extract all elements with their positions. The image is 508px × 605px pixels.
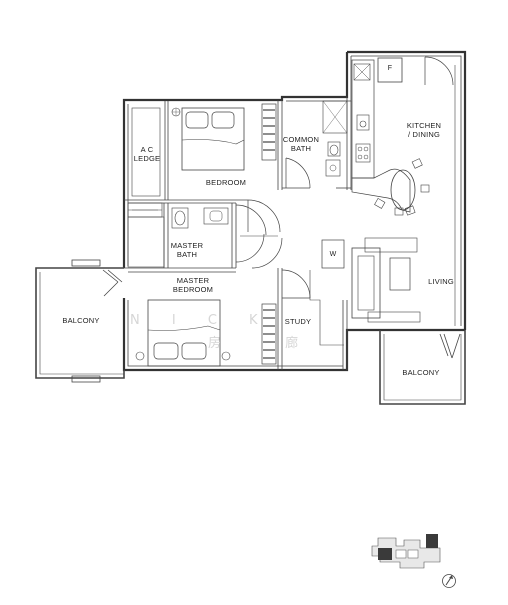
master-wardrobe (261, 303, 277, 365)
left-balcony-outline (35, 259, 125, 383)
master-bed (135, 299, 231, 367)
room-label-balcony-right: BALCONY (402, 368, 440, 377)
room-label-bedroom: BEDROOM (205, 178, 247, 187)
key-plan (371, 534, 441, 569)
ac-ledge-outline (127, 107, 165, 268)
kitchen-door-swing (424, 56, 454, 86)
north-arrow-icon (442, 574, 456, 588)
living-sofa (351, 237, 421, 323)
common-bath-fixtures (285, 100, 348, 189)
bedroom-bed (171, 107, 245, 171)
dining-table (374, 158, 430, 216)
bedroom-wardrobe (261, 103, 277, 161)
fridge-label: F (387, 65, 393, 72)
fridge (377, 57, 403, 83)
watermark-chinese: 房 廊 (208, 336, 329, 351)
kitchen-counter (351, 59, 411, 213)
room-label-living: LIVING (428, 277, 454, 286)
washer-label: W (329, 251, 337, 258)
master-bath-fixtures (132, 207, 229, 229)
room-label-balcony-left: BALCONY (62, 316, 100, 325)
watermark-latin: N I C K (130, 313, 272, 328)
room-label-kitchen: KITCHEN/ DINING (406, 121, 442, 139)
right-balcony-outline (379, 330, 466, 405)
study-washer (281, 239, 345, 346)
room-label-study: STUDY (284, 317, 312, 326)
